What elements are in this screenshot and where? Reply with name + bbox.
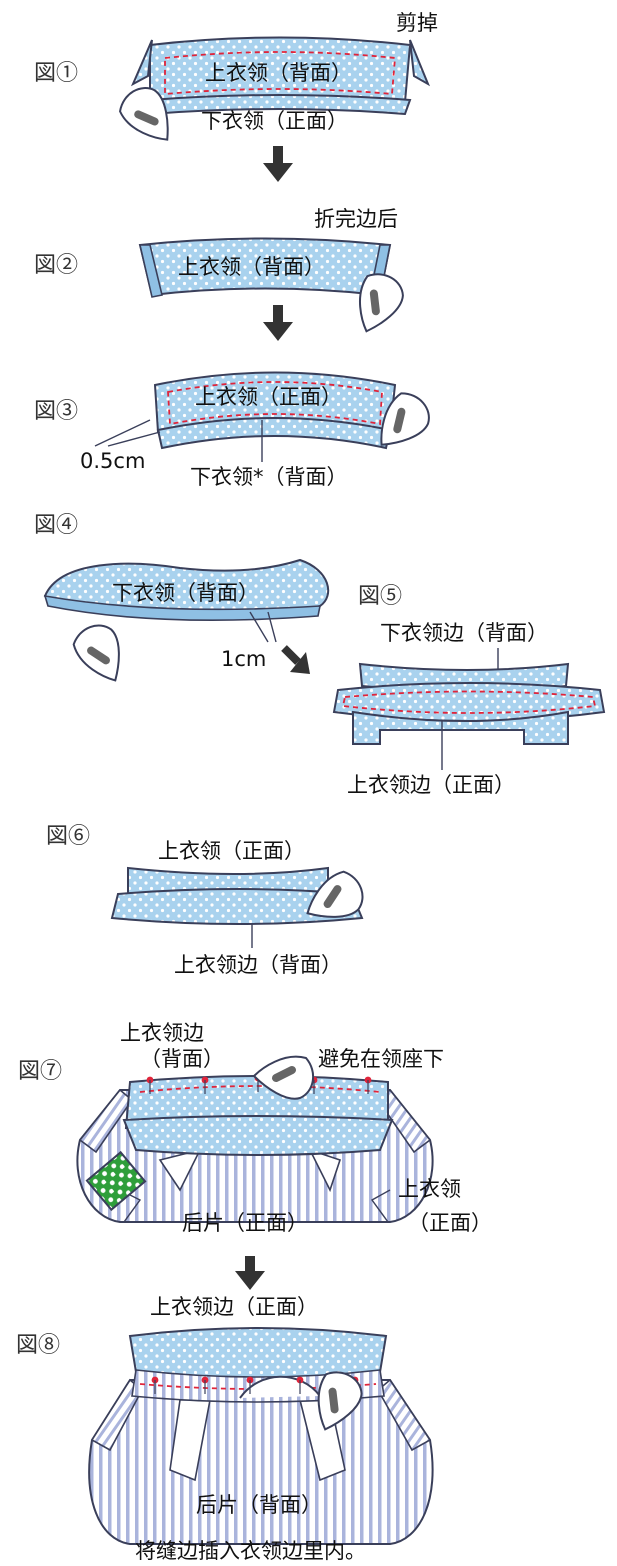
collar-edge <box>128 1327 388 1379</box>
upper-collar-label: 上衣领（正面） <box>195 385 342 409</box>
back-piece-label: 后片（正面） <box>182 1211 308 1235</box>
figure-7-label: 図⑦ <box>18 1059 62 1084</box>
upper-collar-label: 上衣领（正面） <box>158 839 305 863</box>
figure-3-label: 図③ <box>34 399 78 424</box>
figure-6-label: 図⑥ <box>46 824 90 849</box>
fabric-swatch <box>85 1150 147 1212</box>
pin-icon <box>364 1076 372 1094</box>
pin-icon <box>201 1076 209 1094</box>
figure-7: 図⑦ 上衣领边 （背面） 避免在领座下 上衣领 （正面） <box>18 1021 492 1235</box>
seam-allowance-label: 1cm <box>221 647 266 671</box>
lower-collar-label: 下衣领（正面） <box>201 109 348 133</box>
diagonal-arrow-icon <box>281 645 310 674</box>
down-arrow-icon <box>263 146 293 182</box>
back-piece <box>88 1379 434 1545</box>
upper-collar-label: 上衣领（背面） <box>178 255 325 279</box>
cut-corner-right <box>409 39 431 87</box>
pin-icon <box>201 1376 209 1394</box>
figure-2: 図② 折完边后 上衣领（背面） <box>34 207 408 339</box>
down-arrow-icon <box>263 305 293 341</box>
seam-allowance-label: 0.5cm <box>80 449 145 473</box>
upper-collar-label: 上衣领（背面） <box>205 61 352 85</box>
figure-4: 図④ 下衣领（背面） 1cm <box>34 513 330 690</box>
figure-3: 図③ 上衣领（正面） 0.5cm 下衣领*（背面） <box>34 371 437 489</box>
edge-label-line2: （背面） <box>140 1047 224 1071</box>
figure-1-label: 図① <box>34 61 78 86</box>
edge-label-line1: 上衣领边 <box>120 1021 204 1045</box>
figure-5: 図⑤ 下衣领边（背面） 上衣领边（正面） <box>332 584 606 797</box>
edge-label: 上衣领边（正面） <box>150 1295 318 1319</box>
figure-2-label: 図② <box>34 253 78 278</box>
lower-collar-label: 下衣领（背面） <box>112 581 259 605</box>
pin-icon <box>296 1376 304 1394</box>
lower-edge-label: 下衣领边（背面） <box>380 621 548 645</box>
avoid-label: 避免在领座下 <box>318 1047 444 1071</box>
down-arrow-icon <box>235 1256 265 1290</box>
figure-5-label: 図⑤ <box>358 584 402 609</box>
pin-icon <box>146 1076 154 1094</box>
iron-icon <box>69 618 135 690</box>
edge-label: 上衣领边（背面） <box>174 953 342 977</box>
upper-edge-label: 上衣领边（正面） <box>347 773 515 797</box>
collar-label-line1: 上衣领 <box>398 1177 461 1201</box>
figure-4-label: 図④ <box>34 513 78 538</box>
collar-with-edge <box>110 888 364 925</box>
figure-1: 図① 剪掉 上衣领（背面） 下衣领（正面） <box>34 11 438 152</box>
pin-icon <box>246 1376 254 1394</box>
pin-icon <box>151 1376 159 1394</box>
figure-6: 図⑥ 上衣领（正面） 上衣领边（背面） <box>46 824 370 977</box>
back-piece-label: 后片（背面） <box>196 1493 322 1517</box>
figure-8-label: 図⑧ <box>16 1333 60 1358</box>
collar-label-line2: （正面） <box>408 1211 492 1235</box>
figure-8: 図⑧ 上衣领边（正面） 后片（背面） 将缝边插入衣领边里内。 <box>16 1295 434 1563</box>
lower-collar-label: 下衣领*（背面） <box>190 465 348 489</box>
instruction-note: 将缝边插入衣领边里内。 <box>135 1539 366 1563</box>
cut-label: 剪掉 <box>396 11 438 35</box>
after-fold-label: 折完边后 <box>314 207 398 231</box>
cut-corner-left <box>130 39 153 87</box>
